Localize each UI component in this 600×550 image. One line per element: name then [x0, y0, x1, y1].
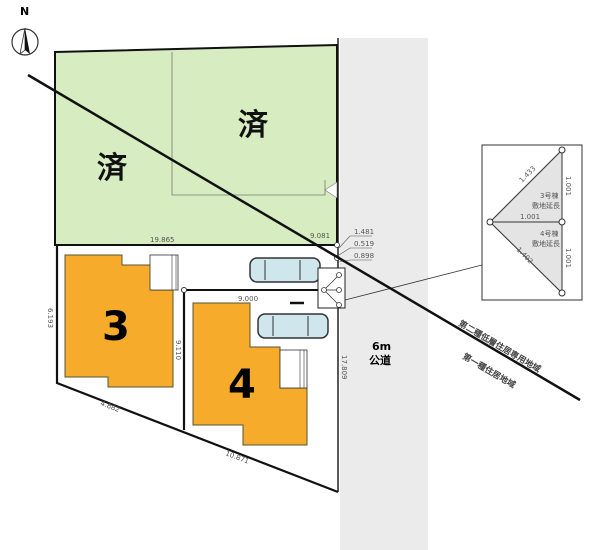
dim-corner-c: 0.898 — [354, 252, 374, 260]
dim-south-3: 4.882 — [99, 399, 121, 414]
dim-north-east: 9.081 — [310, 232, 330, 240]
detail-lot4-access: 敷地延長 — [532, 239, 560, 248]
detail-lot3-access: 敷地延長 — [532, 201, 560, 210]
detail-lot3-label: 3号棟 — [540, 191, 558, 200]
balcony-3 — [149, 254, 179, 291]
boundary-point — [181, 287, 187, 293]
compass-label: N — [20, 5, 29, 18]
zoning-boundary-line — [27, 73, 581, 402]
detail-right-bottom: 1.001 — [564, 248, 572, 268]
sold-notch — [324, 181, 338, 199]
corner-detail: 1.433 1.001 1.001 1.001 1.402 3号棟 敷地延長 4… — [481, 144, 583, 301]
sold-lot-divider — [171, 52, 326, 196]
zoning-upper: 第二種低層住居専用地域 — [456, 318, 543, 375]
car-icon — [257, 313, 329, 339]
lot-boundary — [55, 245, 339, 494]
corner-points — [321, 242, 342, 308]
sold-label-1: 済 — [238, 108, 269, 143]
sold-label-2: 済 — [97, 151, 128, 186]
north-compass-icon: N — [11, 5, 39, 56]
public-road — [340, 38, 428, 550]
lot-4-label: 4 — [228, 362, 256, 408]
dim-north: 19.865 — [150, 236, 175, 244]
leader-line — [344, 264, 483, 301]
dim-west: 6.193 — [46, 308, 54, 328]
dim-corner-b: 0.519 — [354, 240, 374, 248]
detail-middle: 1.001 — [520, 213, 540, 221]
dim-east: 17.809 — [340, 355, 348, 380]
balcony-4 — [279, 349, 308, 389]
road-width: 6m — [372, 340, 391, 353]
dim-lot4-top: 9.000 — [238, 295, 258, 303]
car-icon — [249, 257, 321, 283]
sold-area — [54, 43, 338, 246]
detail-lot4-label: 4号棟 — [540, 229, 558, 238]
dim-divider: 9.110 — [174, 340, 182, 360]
lot-3-label: 3 — [102, 304, 130, 350]
detail-right-top: 1.001 — [564, 176, 572, 196]
road-type: 公道 — [369, 353, 391, 367]
dim-corner-a: 1.481 — [354, 228, 374, 236]
